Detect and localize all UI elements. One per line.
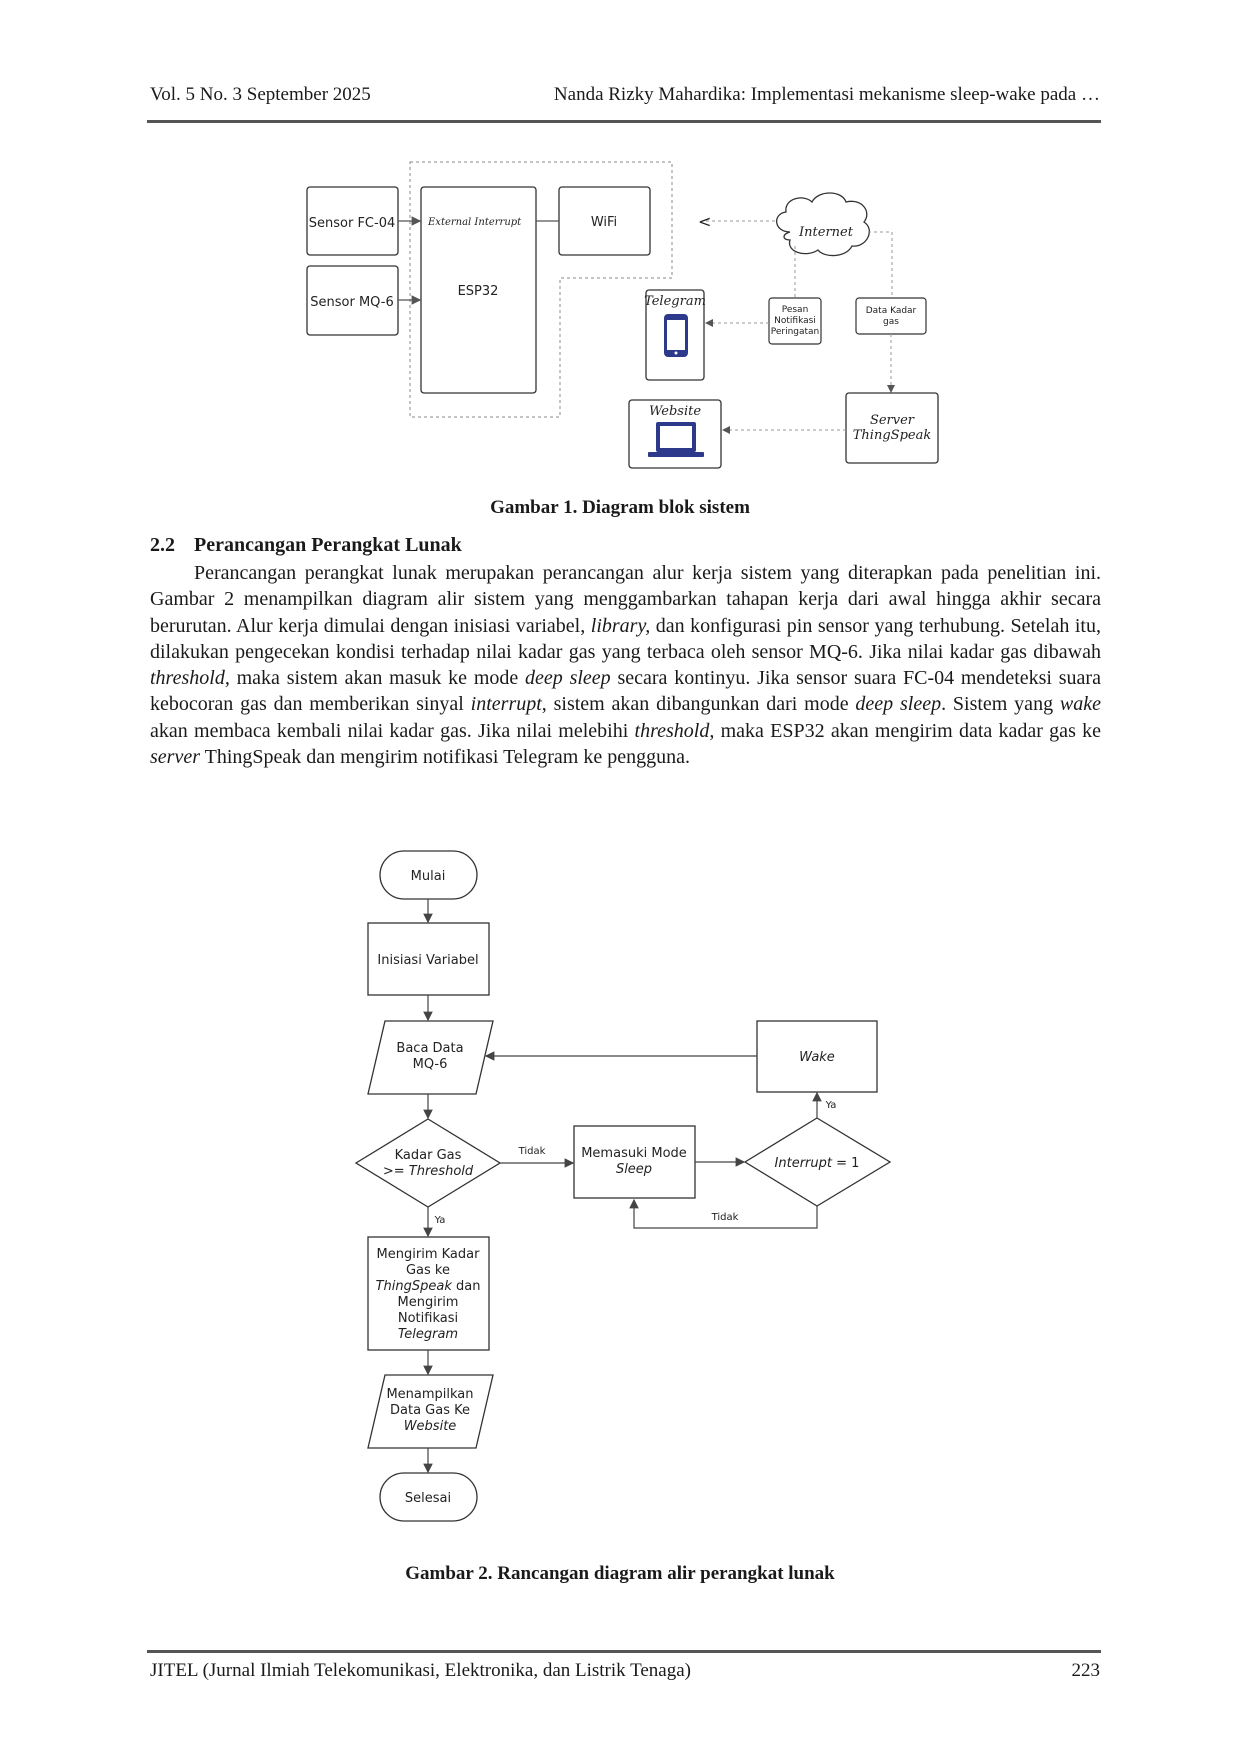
server-line2: ThingSpeak xyxy=(853,428,932,443)
para-italic-1: library, xyxy=(590,614,651,637)
running-header-right: Nanda Rizky Mahardika: Implementasi meka… xyxy=(553,84,1100,105)
figure-2-caption: Gambar 2. Rancangan diagram alir perangk… xyxy=(405,1563,835,1584)
selesai-terminal xyxy=(379,1472,478,1522)
interrupt-label: Interrupt = 1 xyxy=(775,1156,860,1171)
baca-line1: Baca Data xyxy=(396,1041,463,1056)
para-text-4: secara kontinyu. Jika sensor suara FC-04… xyxy=(150,667,1101,716)
para-text-1: Perancangan perangkat lunak merupakan pe… xyxy=(150,562,1101,637)
ya-label-1: Ya xyxy=(825,1100,837,1111)
server-thingspeak-box xyxy=(845,392,939,464)
sensor-mq6-label: Sensor MQ-6 xyxy=(310,295,393,310)
inisiasi-label: Inisiasi Variabel xyxy=(377,953,478,968)
kirim-line3-suffix: dan xyxy=(452,1279,481,1294)
telegram-box xyxy=(645,289,705,381)
kirim-line2: Gas ke xyxy=(406,1263,450,1278)
kirim-line1: Mengirim Kadar xyxy=(377,1247,481,1262)
section-heading: 2.2 Perancangan Perangkat Lunak xyxy=(150,534,462,557)
pesan-line3: Peringatan xyxy=(771,327,820,337)
running-footer-left: JITEL (Jurnal Ilmiah Telekomunikasi, Ele… xyxy=(150,1660,691,1681)
telegram-label: Telegram xyxy=(644,294,706,309)
kirim-line3: ThingSpeak dan xyxy=(376,1279,481,1294)
kadar-line2-italic: Threshold xyxy=(409,1164,474,1179)
wifi-internet-arrow-glyph: < xyxy=(698,212,711,231)
figure-2-flowchart: Mulai Inisiasi Variabel Baca Data MQ-6 K… xyxy=(354,850,892,1522)
smartphone-icon xyxy=(664,314,688,357)
para-text-2: dan konfigurasi pin sensor yang terhubun… xyxy=(150,614,1101,663)
ya-label-2: Ya xyxy=(434,1215,446,1226)
memasuki-line2: Sleep xyxy=(616,1162,652,1177)
menampilkan-io xyxy=(367,1374,494,1449)
kirim-line3-italic: ThingSpeak xyxy=(376,1279,453,1294)
esp32-box xyxy=(420,186,537,394)
tidak-label-2: Tidak xyxy=(711,1212,739,1223)
para-italic-4: interrupt xyxy=(470,693,542,716)
kirim-line4: Mengirim xyxy=(398,1295,459,1310)
pesan-line2: Notifikasi xyxy=(774,316,816,326)
tampil-line3: Website xyxy=(404,1419,457,1434)
baca-data-io xyxy=(367,1020,494,1095)
para-italic-6: wake xyxy=(1059,693,1101,716)
para-italic-2: threshold, xyxy=(150,667,230,690)
body-paragraph: Perancangan perangkat lunak merupakan pe… xyxy=(150,560,1101,770)
para-text-6: . Sistem yang xyxy=(941,693,1060,716)
section-title: Perancangan Perangkat Lunak xyxy=(194,534,462,556)
para-italic-8: server xyxy=(150,746,200,769)
data-kadar-gas-box xyxy=(855,297,927,335)
laptop-icon xyxy=(648,422,704,457)
memasuki-line1: Memasuki Mode xyxy=(581,1146,687,1161)
data-kadar-line1: Data Kadar xyxy=(866,306,917,316)
para-text-3: maka sistem akan masuk ke mode xyxy=(229,667,526,690)
para-text-9: ThingSpeak dan mengirim notifikasi Teleg… xyxy=(199,746,690,769)
sensor-fc04-label: Sensor FC-04 xyxy=(309,216,395,231)
section-number: 2.2 xyxy=(150,534,175,556)
wake-label: Wake xyxy=(799,1050,835,1065)
internet-label: Internet xyxy=(798,225,854,240)
interrupt-italic: Interrupt xyxy=(775,1156,833,1171)
baca-line2: MQ-6 xyxy=(413,1057,448,1072)
data-kadar-line2: gas xyxy=(883,317,899,327)
para-italic-7: threshold, xyxy=(634,719,715,742)
server-line1: Server xyxy=(870,413,915,428)
mulai-label: Mulai xyxy=(411,869,446,884)
esp32-label: ESP32 xyxy=(458,284,499,299)
website-box xyxy=(628,399,722,469)
kirim-line6: Telegram xyxy=(398,1327,458,1342)
kadar-line2: >= Threshold xyxy=(383,1164,474,1179)
para-text-7: akan membaca kembali nilai kadar gas. Ji… xyxy=(150,719,635,742)
para-text-8: maka ESP32 akan mengirim data kadar gas … xyxy=(714,719,1101,742)
page-number: 223 xyxy=(1071,1660,1101,1681)
kadar-gas-decision xyxy=(354,1118,502,1208)
website-label: Website xyxy=(649,404,701,419)
tampil-line1: Menampilkan xyxy=(386,1387,473,1402)
para-text-5: , sistem akan dibangunkan dari mode xyxy=(541,693,856,716)
para-italic-5: deep sleep xyxy=(855,693,942,716)
para-italic-3: deep sleep xyxy=(525,667,611,690)
pesan-line1: Pesan xyxy=(782,305,809,315)
footer-rule xyxy=(147,1650,1101,1653)
interrupt-suffix: = 1 xyxy=(832,1156,859,1171)
pesan-notifikasi-box xyxy=(768,297,822,345)
kadar-line1: Kadar Gas xyxy=(395,1148,462,1163)
figure-1-caption: Gambar 1. Diagram blok sistem xyxy=(490,497,750,518)
wifi-label: WiFi xyxy=(591,215,617,230)
selesai-label: Selesai xyxy=(405,1491,451,1506)
kirim-line5: Notifikasi xyxy=(398,1311,458,1326)
esp32-enclosure xyxy=(409,161,673,418)
kadar-line2-prefix: >= xyxy=(383,1164,409,1179)
tampil-line2: Data Gas Ke xyxy=(390,1403,470,1418)
tidak-label-1: Tidak xyxy=(518,1146,546,1157)
running-header-left: Vol. 5 No. 3 September 2025 xyxy=(150,84,371,105)
figure-1-block-diagram: Sensor FC-04 Sensor MQ-6 External Interr… xyxy=(306,161,939,469)
header-rule xyxy=(147,120,1101,123)
internet-cloud-icon xyxy=(776,192,870,257)
external-interrupt-label: External Interrupt xyxy=(427,217,522,228)
